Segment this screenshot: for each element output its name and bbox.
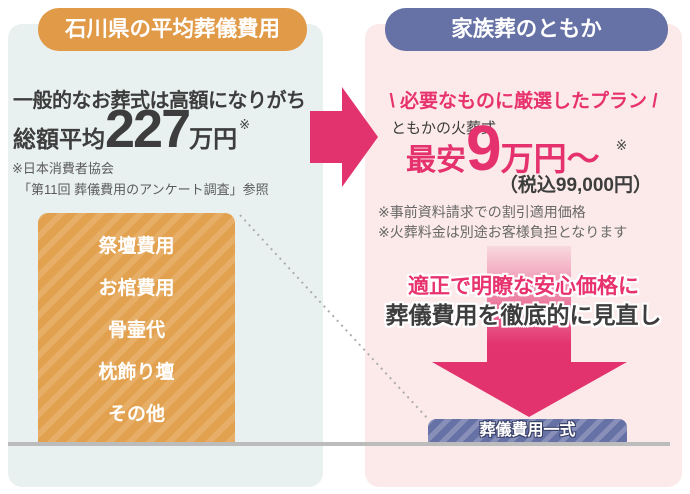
tax-included-price: （税込99,000円） — [498, 175, 652, 196]
result-badge: 葬儀費用一式 — [428, 419, 627, 442]
cost-item: 枕飾り壇 — [98, 362, 175, 384]
left-headline: 一般的なお葬式は高額になりがち — [13, 90, 306, 112]
cost-item: 骨壷代 — [107, 319, 165, 341]
cost-items-box: 祭壇費用 お棺費用 骨壷代 枕飾り壇 その他 — [38, 213, 235, 442]
left-source-note: ※日本消費者協会 「第11回 葬儀費用のアンケート調査」参照 — [12, 159, 269, 201]
ground-line — [8, 442, 670, 446]
right-header-badge: 家族葬のともか — [385, 8, 668, 51]
left-price-note-mark: ※ — [239, 117, 251, 132]
source-note-line1: ※日本消費者協会 — [12, 161, 114, 176]
right-note-line1: ※事前資料請求での割引適用価格 — [378, 204, 586, 220]
left-price-unit: 万円 — [189, 126, 238, 153]
right-catch-copy: \ 必要なものに厳選したプラン / — [389, 91, 658, 112]
left-price-prefix: 総額平均 — [13, 126, 105, 152]
left-price-row: 総額平均 227 万円 ※ — [13, 102, 250, 156]
right-price-note-mark: ※ — [615, 137, 628, 153]
right-note-line2: ※火葬料金は別途お客様負担となります — [378, 224, 628, 241]
cost-item: 祭壇費用 — [98, 235, 175, 257]
plan-label: ともかの火葬式 — [391, 120, 497, 137]
right-price-prefix: 最安 — [406, 144, 466, 177]
source-note-line2: 「第11回 葬儀費用のアンケート調査」参照 — [18, 181, 269, 197]
left-price-value: 227 — [105, 99, 191, 159]
right-notes: ※事前資料請求での割引適用価格 ※火葬料金は別途お客様負担となります — [378, 202, 627, 243]
cost-item: お棺費用 — [98, 277, 175, 299]
left-header-badge: 石川県の平均葬儀費用 — [38, 8, 307, 51]
cost-item: その他 — [107, 404, 165, 426]
emphasis-line2: 葬儀費用を徹底的に見直し — [385, 302, 662, 328]
right-price-unit: 万円～ — [500, 140, 600, 177]
right-price-row: 最安 9 万円～ ※ — [406, 116, 627, 180]
right-price-value: 9 — [466, 112, 502, 184]
